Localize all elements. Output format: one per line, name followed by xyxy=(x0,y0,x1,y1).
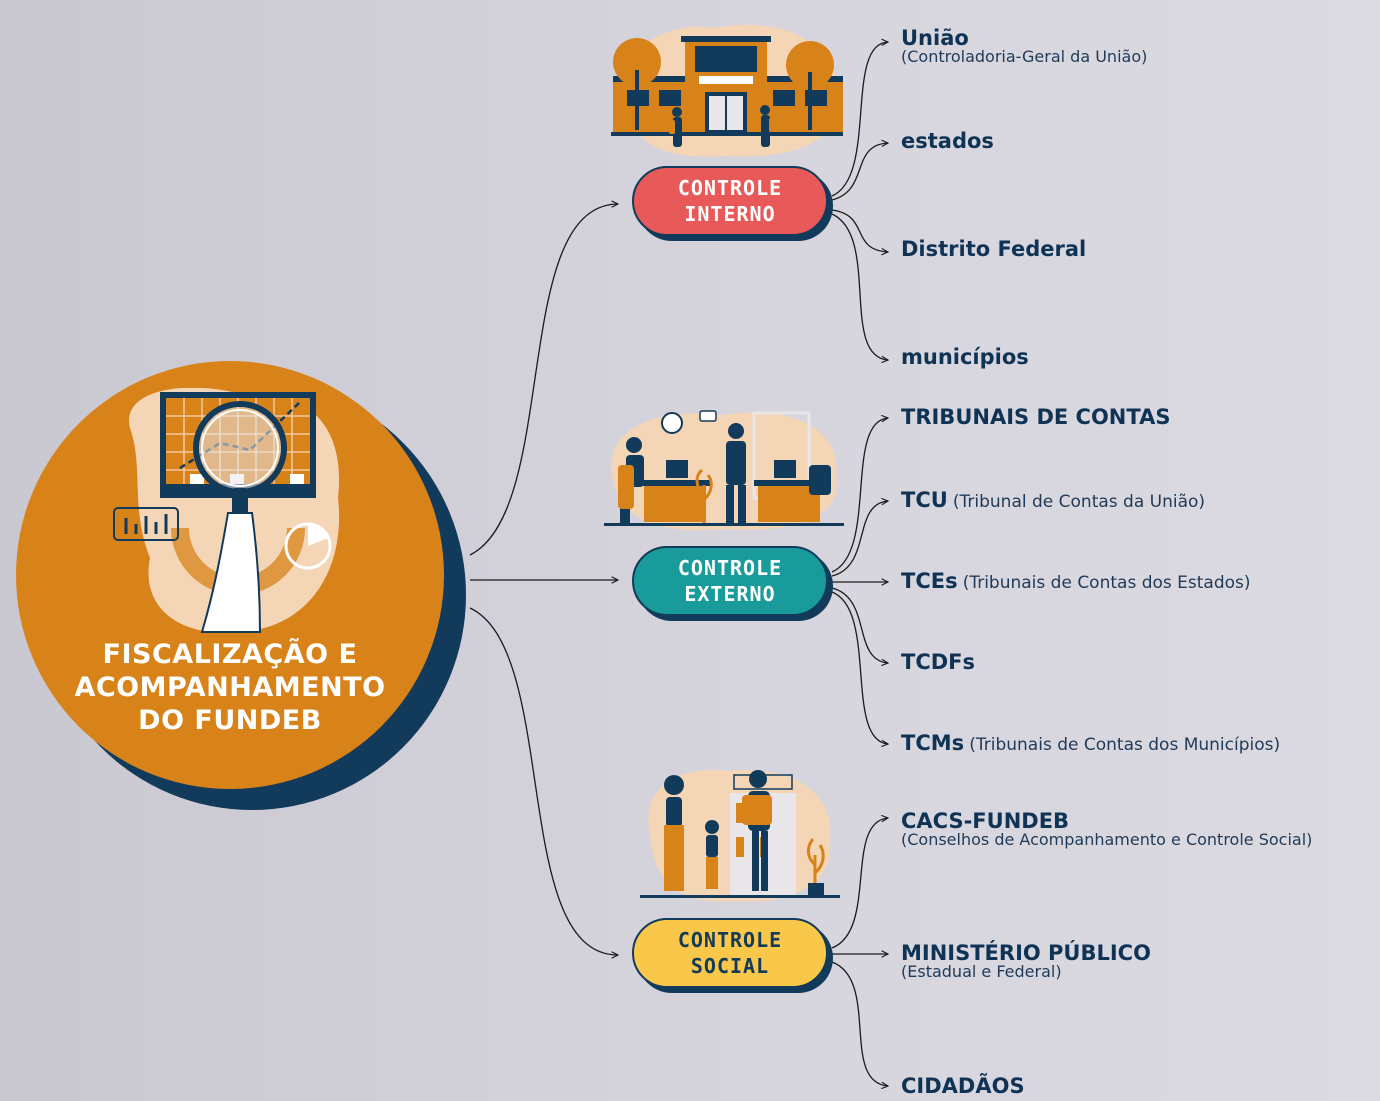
connector-interno-df xyxy=(831,209,888,252)
leaf-sublabel: (Tribunais de Contas dos Municípios) xyxy=(969,735,1281,755)
leaf-label: MINISTÉRIO PÚBLICO xyxy=(901,941,1151,965)
category-pill: CONTROLE EXTERNO xyxy=(632,546,828,616)
leaf-sublabel: (Tribunal de Contas da União) xyxy=(952,492,1206,512)
leaf-label: TRIBUNAIS DE CONTAS xyxy=(901,405,1171,429)
leaf-label: União xyxy=(901,26,969,50)
leaf-ministerio-publico: MINISTÉRIO PÚBLICO (Estadual e Federal) xyxy=(901,941,1151,981)
hub-title-line-1: FISCALIZAÇÃO E xyxy=(102,639,358,670)
connector-interno-municipios xyxy=(831,213,888,360)
connector-externo-tcms xyxy=(831,591,888,744)
category-controle-externo: CONTROLE EXTERNO xyxy=(632,546,833,621)
leaf-cidadaos: CIDADÃOS xyxy=(901,1074,1025,1098)
leaf-label: estados xyxy=(901,129,994,153)
leaf-label: TCU xyxy=(901,488,948,512)
leaf-label: TCMs xyxy=(901,731,965,755)
family-library-illustration xyxy=(640,769,840,902)
connector-interno-estados xyxy=(831,143,888,201)
connector-social-cacs xyxy=(831,818,888,949)
connector-social-cidadaos xyxy=(831,961,888,1086)
leaf-estados: estados xyxy=(901,129,994,153)
connector-hub-interno xyxy=(469,204,618,556)
office-meeting-illustration xyxy=(604,410,844,531)
category-pill: CONTROLE SOCIAL xyxy=(632,918,828,988)
category-line-1: CONTROLE xyxy=(677,928,783,952)
hub-title: FISCALIZAÇÃO E ACOMPANHAMENTO DO FUNDEB xyxy=(46,638,414,737)
leaf-sublabel: (Tribunais de Contas dos Estados) xyxy=(962,573,1251,593)
category-line-2: EXTERNO xyxy=(684,582,776,606)
category-controle-interno: CONTROLE INTERNO xyxy=(632,166,833,241)
category-pill: CONTROLE INTERNO xyxy=(632,166,828,236)
connector-hub-social xyxy=(469,607,618,955)
leaf-tcms: TCMs (Tribunais de Contas dos Municípios… xyxy=(901,731,1280,755)
leaf-cacs-fundeb: CACS-FUNDEB (Conselhos de Acompanhamento… xyxy=(901,809,1312,849)
connector-interno-uniao xyxy=(831,42,888,197)
leaf-uniao: União (Controladoria-Geral da União) xyxy=(901,26,1147,66)
leaf-tcdfs: TCDFs xyxy=(901,650,975,674)
leaf-municipios: municípios xyxy=(901,345,1029,369)
category-line-2: SOCIAL xyxy=(690,954,770,978)
leaf-label: TCEs xyxy=(901,569,958,593)
hub-title-line-3: DO FUNDEB xyxy=(138,705,322,736)
leaf-label: Distrito Federal xyxy=(901,237,1087,261)
leaf-sublabel: (Conselhos de Acompanhamento e Controle … xyxy=(901,830,1313,849)
category-line-1: CONTROLE xyxy=(677,556,783,580)
leaf-label: CIDADÃOS xyxy=(901,1074,1025,1098)
connector-externo-tribunais xyxy=(831,418,888,573)
category-controle-social: CONTROLE SOCIAL xyxy=(632,918,833,993)
leaf-tribunais-de-contas: TRIBUNAIS DE CONTAS xyxy=(901,405,1170,429)
leaf-label: CACS-FUNDEB xyxy=(901,809,1070,833)
leaf-sublabel: (Controladoria-Geral da União) xyxy=(901,47,1148,66)
category-line-1: CONTROLE xyxy=(677,176,783,200)
leaf-sublabel: (Estadual e Federal) xyxy=(901,962,1062,981)
category-line-2: INTERNO xyxy=(684,202,776,226)
leaf-distrito-federal: Distrito Federal xyxy=(901,237,1086,261)
leaf-tces: TCEs (Tribunais de Contas dos Estados) xyxy=(901,569,1251,593)
leaf-label: TCDFs xyxy=(901,650,976,674)
connector-externo-tcu xyxy=(831,501,888,577)
leaf-label: municípios xyxy=(901,345,1029,369)
leaf-tcu: TCU (Tribunal de Contas da União) xyxy=(901,488,1205,512)
connector-externo-tcdfs xyxy=(831,587,888,663)
hub-title-line-2: ACOMPANHAMENTO xyxy=(74,672,386,703)
school-building-illustration xyxy=(611,24,843,157)
magnifier-chart-illustration xyxy=(113,388,340,633)
